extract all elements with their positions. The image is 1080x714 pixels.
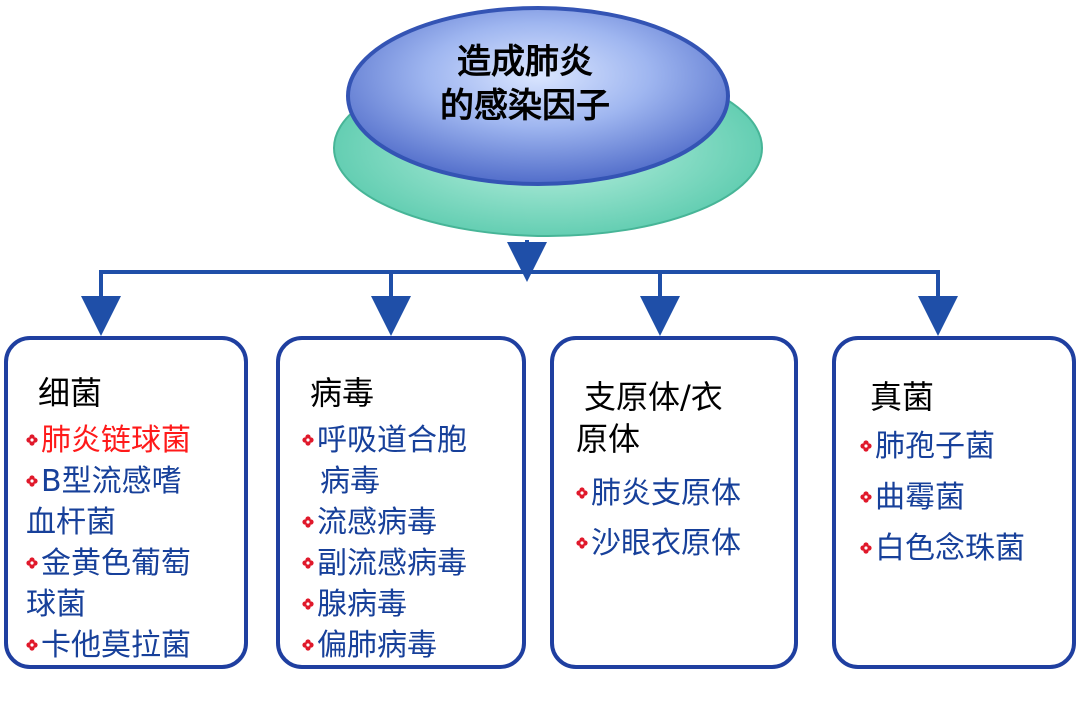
category-title-virus: 病毒	[310, 374, 375, 412]
item-text: 卡他莫拉菌	[41, 628, 191, 663]
list-item: 呼吸道合胞 病毒	[302, 420, 467, 502]
flower-bullet-icon	[302, 434, 314, 446]
flower-bullet-icon	[26, 475, 38, 487]
category-title-mycoplasma-chlamydia: 支原体/衣 原体	[576, 376, 723, 460]
item-text: 呼吸道合胞	[317, 423, 467, 458]
item-text: 白色念珠菌	[875, 531, 1025, 566]
item-text: 金黄色葡萄	[41, 546, 191, 581]
flower-bullet-icon	[576, 537, 588, 549]
list-item: 副流感病毒	[302, 543, 467, 584]
root-node-title: 造成肺炎 的感染因子	[395, 40, 655, 128]
list-item: B型流感嗜 血杆菌	[26, 461, 182, 543]
root-title-line2: 的感染因子	[440, 86, 610, 126]
category-title-fungi: 真菌	[870, 378, 935, 416]
flower-bullet-icon	[302, 639, 314, 651]
flower-bullet-icon	[860, 440, 872, 452]
category-box-virus: 病毒 呼吸道合胞 病毒 流感病毒 副流感病毒 腺病毒 偏肺病毒	[276, 336, 526, 669]
flower-bullet-icon	[576, 487, 588, 499]
list-item: 腺病毒	[302, 584, 407, 625]
flower-bullet-icon	[26, 639, 38, 651]
item-text: 肺孢子菌	[875, 429, 995, 464]
category-box-fungi: 真菌 肺孢子菌 曲霉菌 白色念珠菌	[832, 336, 1076, 669]
flower-bullet-icon	[302, 557, 314, 569]
flower-bullet-icon	[302, 516, 314, 528]
list-item: 沙眼衣原体	[576, 523, 741, 564]
flower-bullet-icon	[860, 491, 872, 503]
flower-bullet-icon	[26, 434, 38, 446]
category-title-line2: 原体	[576, 420, 641, 458]
item-text: 沙眼衣原体	[591, 526, 741, 561]
category-box-bacteria: 细菌 肺炎链球菌 B型流感嗜 血杆菌 金黄色葡萄 球菌 卡他莫拉菌	[4, 336, 248, 669]
flower-bullet-icon	[302, 598, 314, 610]
item-text: 偏肺病毒	[317, 628, 437, 663]
flower-bullet-icon	[860, 542, 872, 554]
list-item: 偏肺病毒	[302, 625, 437, 666]
list-item: 卡他莫拉菌	[26, 625, 191, 666]
item-text: 流感病毒	[317, 505, 437, 540]
list-item: 肺炎链球菌	[26, 420, 191, 461]
list-item: 曲霉菌	[860, 477, 965, 518]
root-title-line1: 造成肺炎	[457, 42, 593, 82]
list-item: 流感病毒	[302, 502, 437, 543]
category-title-line1: 支原体/衣	[584, 378, 723, 416]
item-text: B型流感嗜	[41, 464, 182, 499]
item-text: 曲霉菌	[875, 480, 965, 515]
category-title-bacteria: 细菌	[38, 374, 103, 412]
item-text-continued: 病毒	[320, 464, 380, 499]
list-item: 金黄色葡萄 球菌	[26, 543, 191, 625]
flower-bullet-icon	[26, 557, 38, 569]
category-box-mycoplasma-chlamydia: 支原体/衣 原体 肺炎支原体 沙眼衣原体	[550, 336, 798, 669]
item-text: 肺炎链球菌	[41, 423, 191, 458]
item-text: 腺病毒	[317, 587, 407, 622]
list-item: 肺孢子菌	[860, 426, 995, 467]
root-ellipse	[346, 6, 730, 186]
item-text-continued: 血杆菌	[26, 505, 116, 540]
item-text-continued: 球菌	[26, 587, 86, 622]
item-text: 副流感病毒	[317, 546, 467, 581]
list-item: 白色念珠菌	[860, 528, 1025, 569]
list-item: 肺炎支原体	[576, 473, 741, 514]
item-text: 肺炎支原体	[591, 476, 741, 511]
